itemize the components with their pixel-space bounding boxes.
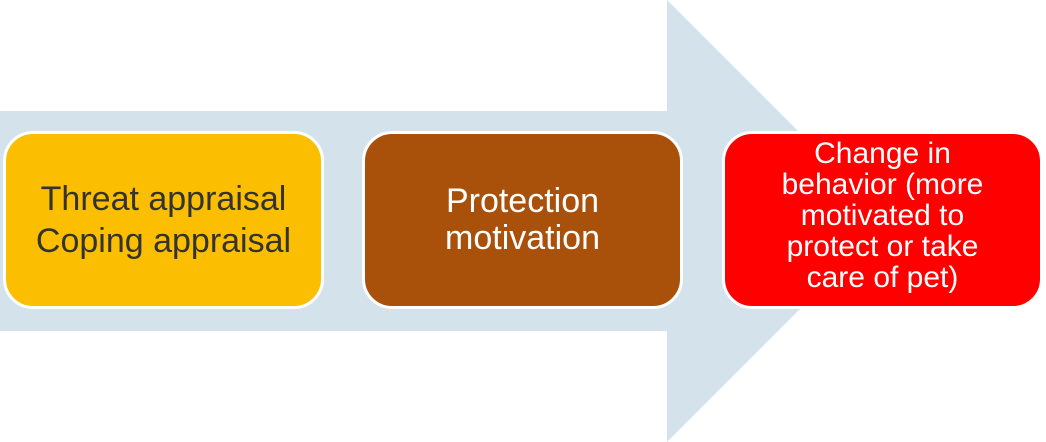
behavior-change-line-3: motivated to [800,199,965,232]
coping-appraisal-label: Coping appraisal [35,222,292,260]
threat-appraisal-label: Threat appraisal [40,180,287,218]
behavior-change-line-5: care of pet) [806,261,959,294]
protection-motivation-box: Protection motivation [362,131,683,309]
behavior-change-line-2: behavior (more [781,168,984,201]
protection-label: Protection [445,182,600,220]
behavior-change-line-4: protect or take [786,230,979,263]
threat-coping-appraisal-box: Threat appraisal Coping appraisal [3,131,324,309]
behavior-change-box: Change in behavior (more motivated to pr… [722,131,1043,309]
behavior-change-line-1: Change in [814,137,951,170]
motivation-label: motivation [445,219,600,257]
